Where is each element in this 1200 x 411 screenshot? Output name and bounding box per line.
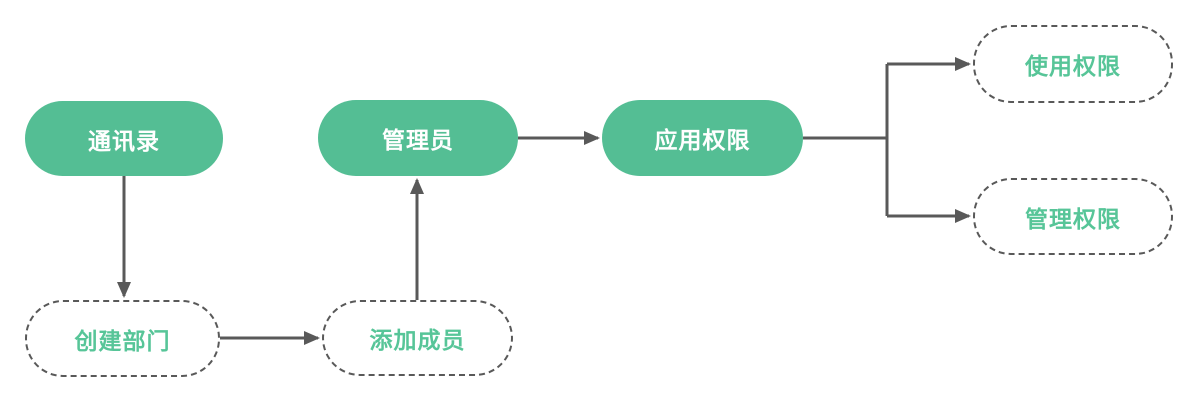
- node-usage-permission: 使用权限: [973, 25, 1173, 103]
- node-contacts-label: 通讯录: [88, 127, 160, 154]
- node-admin-label: 管理员: [382, 127, 454, 153]
- node-add-members: 添加成员: [322, 300, 513, 376]
- node-create-department-label: 创建部门: [74, 327, 171, 354]
- node-manage-permission-label: 管理权限: [1025, 205, 1121, 232]
- node-create-department: 创建部门: [25, 300, 220, 377]
- node-admin: 管理员: [318, 100, 518, 176]
- node-add-members-label: 添加成员: [369, 327, 466, 353]
- node-manage-permission: 管理权限: [973, 178, 1173, 255]
- node-app-permission-label: 应用权限: [654, 127, 751, 153]
- node-contacts: 通讯录: [25, 101, 223, 176]
- node-app-permission: 应用权限: [602, 100, 803, 176]
- node-usage-permission-label: 使用权限: [1025, 53, 1121, 79]
